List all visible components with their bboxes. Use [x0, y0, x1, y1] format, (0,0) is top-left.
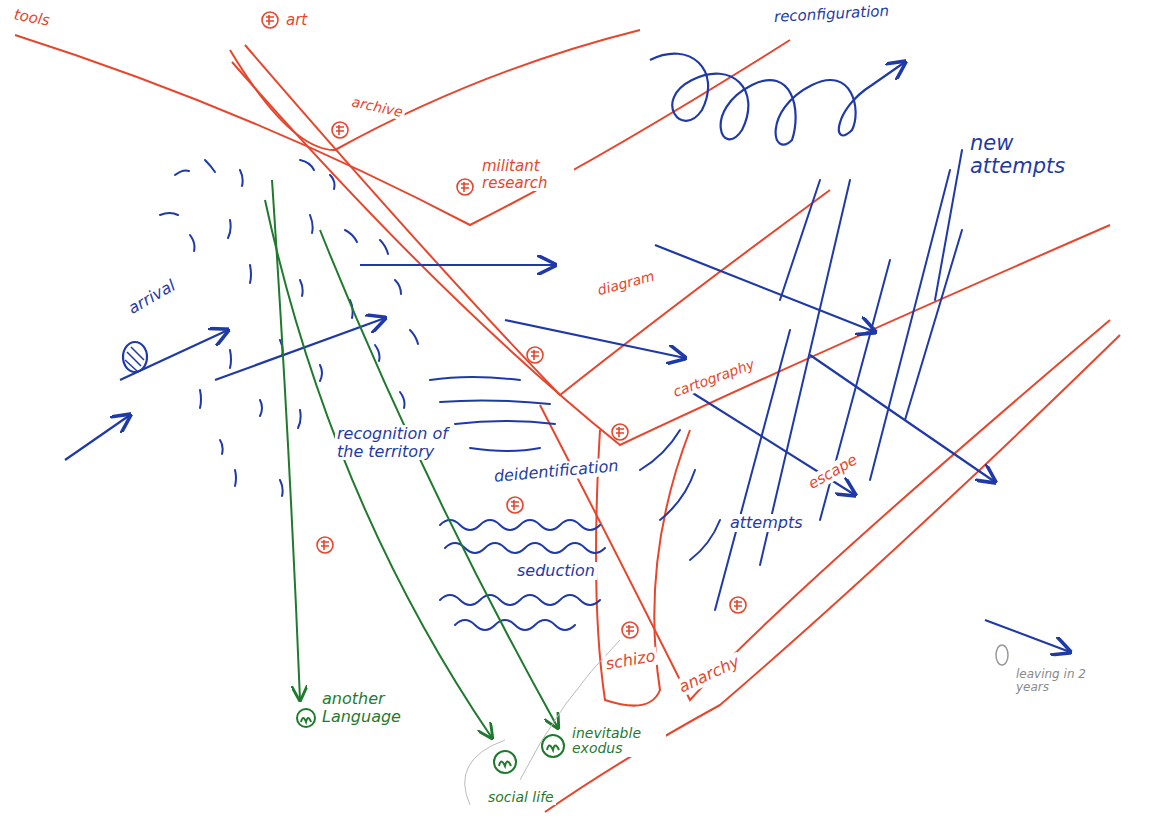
sketch-label: deidentification — [491, 457, 621, 486]
outcome-arrows — [265, 180, 558, 738]
sketch-label: new attempts — [968, 132, 1082, 178]
sketch-label: inevitable exodus — [570, 726, 666, 757]
sketch-label: tools — [11, 6, 53, 29]
faint-lines — [465, 640, 620, 805]
sketch-label: anarchy — [674, 652, 744, 697]
sketch-label: archive — [348, 94, 406, 121]
sketch-label: diagram — [594, 268, 658, 299]
movement-arrows — [65, 245, 1070, 652]
sketch-label: social life — [486, 790, 556, 805]
sketch-label: reconfiguration — [772, 3, 892, 26]
sketch-label: attempts — [728, 514, 805, 532]
sketch-label: art — [284, 12, 309, 29]
sketch-label: another Language — [320, 690, 416, 725]
arrival-circle — [123, 342, 147, 372]
reconfiguration-loops — [650, 54, 905, 145]
sketch-label: recognition of the territory — [335, 425, 457, 460]
tool-icons — [262, 12, 746, 638]
sketch-label: militant research — [480, 158, 574, 191]
sketch-label: cartography — [669, 356, 758, 401]
sketch-label: leaving in 2 years — [1014, 668, 1100, 694]
sketch-label: schizo — [602, 647, 658, 674]
attempt-strokes — [640, 150, 962, 610]
sketch-label: escape — [804, 450, 862, 493]
sketch-label: seduction — [515, 562, 597, 580]
seduction-waves — [440, 520, 605, 630]
tool-curves — [15, 30, 1120, 812]
sketch-label: arrival — [124, 276, 181, 319]
leaving-circle — [996, 645, 1008, 665]
